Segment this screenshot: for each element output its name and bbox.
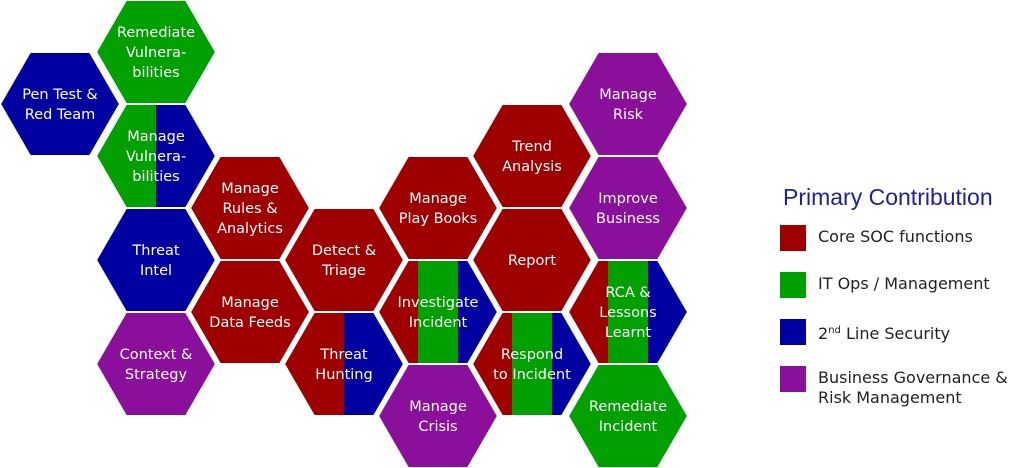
hex-label: Threat (319, 347, 367, 363)
hex-label: Threat (131, 243, 179, 259)
legend-item-governance: Business Governance & Risk Management (780, 364, 1020, 408)
hex-label: Red Team (25, 107, 95, 123)
hex-label: Pen Test & (22, 87, 97, 103)
hex-outline (94, 311, 218, 417)
second-line-rest: Line Security (840, 324, 951, 343)
hex-label: Incident (599, 419, 658, 435)
hex-stripe (0, 52, 120, 156)
hex-fill (472, 312, 592, 416)
hex-label: Incident (409, 315, 468, 331)
hex-label: Manage (127, 129, 185, 145)
hex-pen-test-red-team: Pen Test & Red Team (0, 51, 122, 157)
hex-label: Business (596, 211, 660, 227)
hex-label: Analysis (502, 159, 562, 175)
legend-label-core-soc: Core SOC functions (818, 227, 973, 246)
hex-context-strategy: Context & Strategy (94, 311, 218, 417)
hex-stripe (568, 156, 688, 260)
hex-label: RCA & (605, 285, 650, 301)
hex-label: bilities (132, 65, 179, 81)
legend-label-second-line: 2nd Line Security (818, 321, 950, 344)
legend-title: Primary Contribution (783, 184, 993, 210)
hex-outline (566, 363, 690, 468)
governance-line-1: Business Governance & (818, 368, 1008, 387)
legend-label-governance: Business Governance & Risk Management (818, 368, 1008, 408)
hex-label: Triage (321, 263, 366, 279)
legend-label-it-ops: IT Ops / Management (818, 274, 990, 293)
governance-swatch (780, 366, 806, 392)
second-line-sup: nd (828, 325, 841, 336)
hex-label: Analytics (217, 221, 283, 237)
hex-label: Manage (221, 181, 279, 197)
legend-item-second-line: 2nd Line Security (780, 317, 1020, 347)
hex-label: bilities (132, 169, 179, 185)
hex-label: Manage (221, 295, 279, 311)
hex-outline (470, 311, 594, 417)
hex-label: Strategy (125, 367, 188, 383)
hex-label: Respond (501, 347, 563, 363)
hex-label: Manage (599, 87, 657, 103)
hex-label: Data Feeds (209, 315, 290, 331)
hex-fill (568, 364, 688, 468)
hex-label: Remediate (589, 399, 667, 415)
hex-stripe (568, 364, 688, 468)
hex-stripe (512, 312, 552, 416)
hex-report: Report (470, 207, 594, 313)
hex-outline (376, 363, 500, 468)
governance-line-2: Risk Management (818, 388, 962, 407)
hex-label: to Incident (493, 367, 571, 383)
second-line-swatch (780, 319, 806, 345)
hex-label: Vulnera- (126, 45, 186, 61)
hex-outline (282, 311, 406, 417)
hex-label: Vulnera- (126, 149, 186, 165)
it-ops-swatch (780, 272, 806, 298)
hex-detect-triage: Detect & Triage (282, 207, 406, 313)
hex-label: Play Books (399, 211, 478, 227)
hex-label: Manage (409, 191, 467, 207)
hex-stripe (568, 52, 688, 156)
hex-label: Trend (511, 139, 552, 155)
hex-label: Detect & (312, 243, 376, 259)
hex-fill (0, 52, 120, 156)
hex-label: Rules & (222, 201, 277, 217)
second-line-prefix: 2 (818, 324, 829, 343)
legend: Primary Contribution Core SOC functions … (780, 184, 1020, 425)
hex-label: Learnt (605, 325, 652, 341)
hex-outline (0, 51, 122, 157)
legend-item-core-soc: Core SOC functions (780, 223, 1020, 253)
hex-fill (568, 52, 688, 156)
hex-label: Improve (598, 191, 658, 207)
hex-label: Remediate (117, 25, 195, 41)
hex-label: Intel (140, 263, 172, 279)
hex-label: Context & (120, 347, 193, 363)
hex-label: Hunting (315, 367, 372, 383)
hex-label: Investigate (398, 295, 479, 311)
legend-item-it-ops: IT Ops / Management (780, 270, 1020, 300)
hex-stripe (418, 260, 458, 364)
core-soc-swatch (780, 225, 806, 251)
hex-label: Lessons (599, 305, 656, 321)
hex-label: Report (508, 253, 556, 269)
hex-stripe (608, 260, 648, 364)
hex-fill (568, 156, 688, 260)
hex-label: Risk (613, 107, 644, 123)
hex-respond-to-incident: Respond to Incident (470, 311, 594, 417)
hex-outline (188, 259, 312, 365)
hex-label: Manage (409, 399, 467, 415)
hex-label: Crisis (418, 419, 457, 435)
